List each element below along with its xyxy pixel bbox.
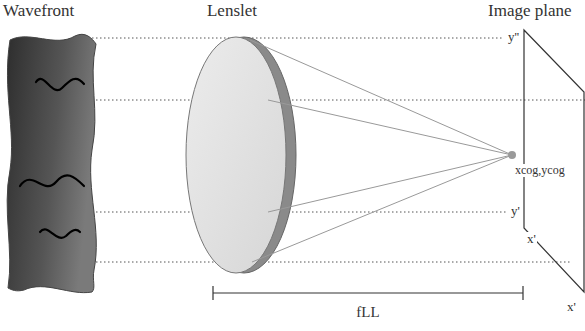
axis-label: x' (566, 300, 577, 314)
centroid-label: xcog,ycog (514, 164, 566, 177)
axis-label: y' (510, 204, 521, 218)
guide-lines (88, 38, 585, 262)
wavefront-sheet (7, 34, 96, 292)
image-plane (524, 30, 584, 292)
centroid-spot (508, 151, 516, 159)
section-title: Wavefront (3, 2, 74, 21)
focus-rays (250, 40, 512, 262)
section-title: Lenslet (207, 2, 257, 21)
wave-curves (20, 79, 84, 238)
lenslet (186, 37, 296, 273)
axis-label: y'' (507, 30, 520, 44)
section-title: Image plane (488, 2, 572, 21)
axis-label: x' (526, 232, 537, 246)
focal-length-bracket (213, 286, 523, 300)
dimension-label: fLL (356, 304, 379, 321)
